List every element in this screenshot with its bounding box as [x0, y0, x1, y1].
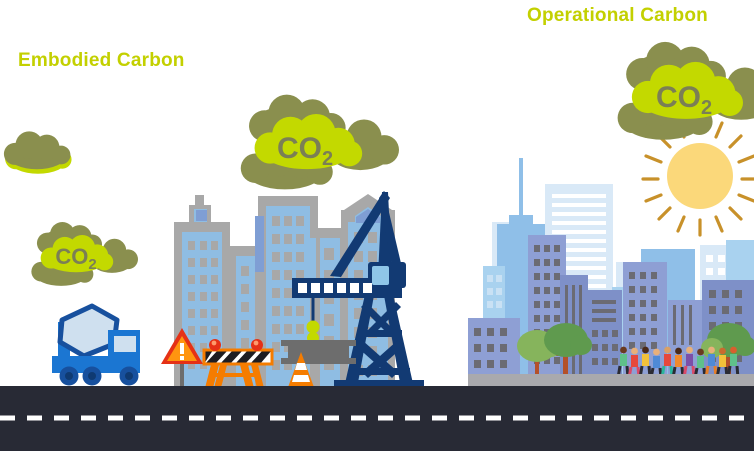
sun-disc [667, 143, 733, 209]
sidewalk [468, 374, 754, 387]
crane-cabin-window [372, 266, 389, 285]
road-barricade [202, 339, 274, 388]
crane-hook [306, 320, 320, 334]
warning-triangle-sign [161, 328, 203, 386]
co2-cloud-left: CO2 [31, 222, 138, 286]
suspended-beam [281, 340, 356, 364]
road [0, 386, 754, 451]
city-skyline [468, 158, 754, 387]
tower-crane [281, 191, 424, 389]
city-trees [517, 323, 754, 376]
cement-mixer-truck [52, 303, 140, 386]
title-operational-carbon: Operational Carbon [527, 5, 708, 26]
co2-cloud-right: CO2 [617, 41, 754, 140]
title-embodied-carbon: Embodied Carbon [18, 50, 185, 71]
co2-cloud-center: CO2 [240, 94, 399, 190]
